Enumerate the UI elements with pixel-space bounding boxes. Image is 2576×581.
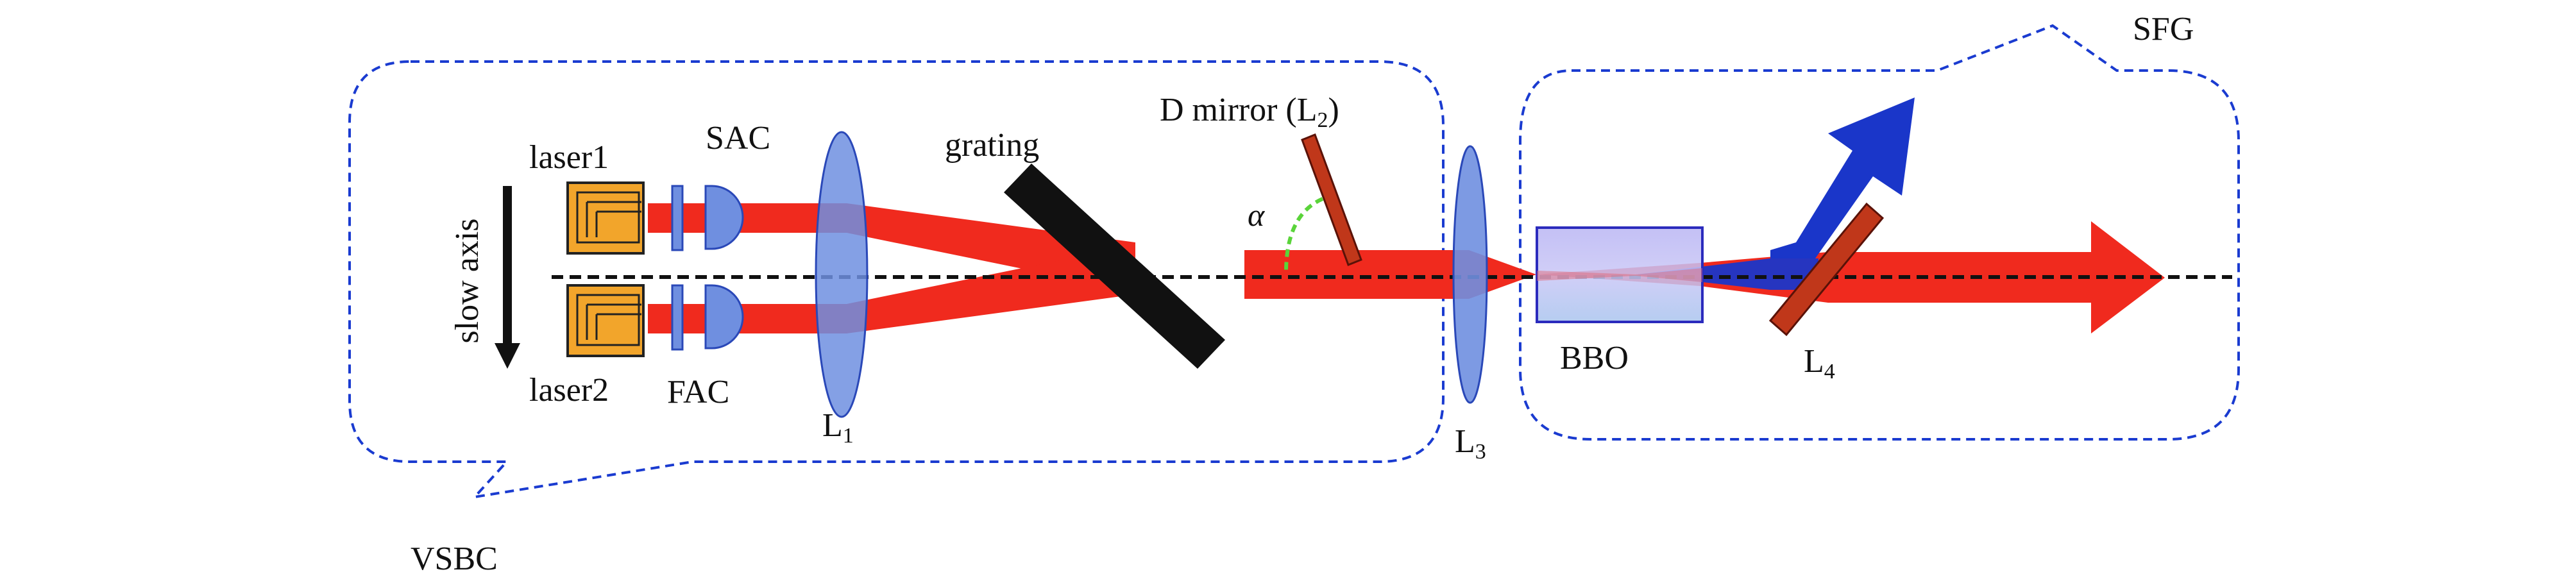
- laser2: [566, 284, 645, 357]
- blue-output-arrow: [1770, 97, 1915, 258]
- l3-label: L3: [1455, 423, 1486, 464]
- fac-label: FAC: [667, 374, 729, 410]
- lower-laser-beam: [648, 245, 1135, 333]
- d-mirror-l2: [1301, 133, 1362, 266]
- blue-beam-in-bbo: [1636, 258, 1818, 290]
- beam-through-bbo: [1537, 268, 1702, 282]
- grating-label: grating: [945, 127, 1039, 164]
- d-mirror-label: D mirror (L2): [1160, 92, 1339, 132]
- l1-label: L1: [822, 407, 854, 448]
- d-mirror-label-suffix: ): [1328, 92, 1339, 128]
- sac-lenses: [704, 185, 744, 349]
- l4-label-main: L: [1804, 343, 1824, 380]
- dichroic-l4: [1768, 202, 1885, 337]
- laser2-label: laser2: [529, 372, 609, 408]
- l1-label-main: L: [822, 407, 843, 444]
- slow-axis-label: slow axis: [449, 219, 486, 344]
- combined-red-beam: [1244, 250, 1536, 299]
- grating: [1004, 164, 1225, 369]
- lens-l1: [815, 131, 869, 418]
- alpha-angle-arc: [1284, 197, 1324, 273]
- laser1-label: laser1: [529, 139, 609, 176]
- vsbc-callout-box: [348, 60, 1445, 499]
- d-mirror-label-sub: 2: [1317, 108, 1328, 132]
- d-mirror-label-prefix: D mirror (L: [1160, 92, 1317, 128]
- lens-l3: [1452, 145, 1488, 404]
- l4-label-sub: 4: [1824, 360, 1835, 383]
- slow-axis-arrow: [495, 186, 520, 369]
- fac-lens-plates: [671, 185, 684, 351]
- l3-label-sub: 3: [1475, 440, 1486, 464]
- alpha-label: α: [1248, 197, 1266, 233]
- vsbc-label: VSBC: [411, 541, 498, 577]
- bbo-label: BBO: [1560, 340, 1629, 376]
- l1-label-sub: 1: [843, 424, 854, 448]
- blue-sfg-beam: [1636, 97, 1915, 290]
- upper-laser-beam: [648, 203, 1135, 292]
- sfg-label: SFG: [2133, 11, 2194, 47]
- laser1: [566, 181, 645, 255]
- sac-label: SAC: [706, 120, 770, 156]
- red-beams: [648, 203, 2165, 333]
- l4-label: L4: [1804, 343, 1835, 383]
- l3-label-main: L: [1455, 423, 1475, 460]
- sfg-callout-box: [1519, 24, 2240, 441]
